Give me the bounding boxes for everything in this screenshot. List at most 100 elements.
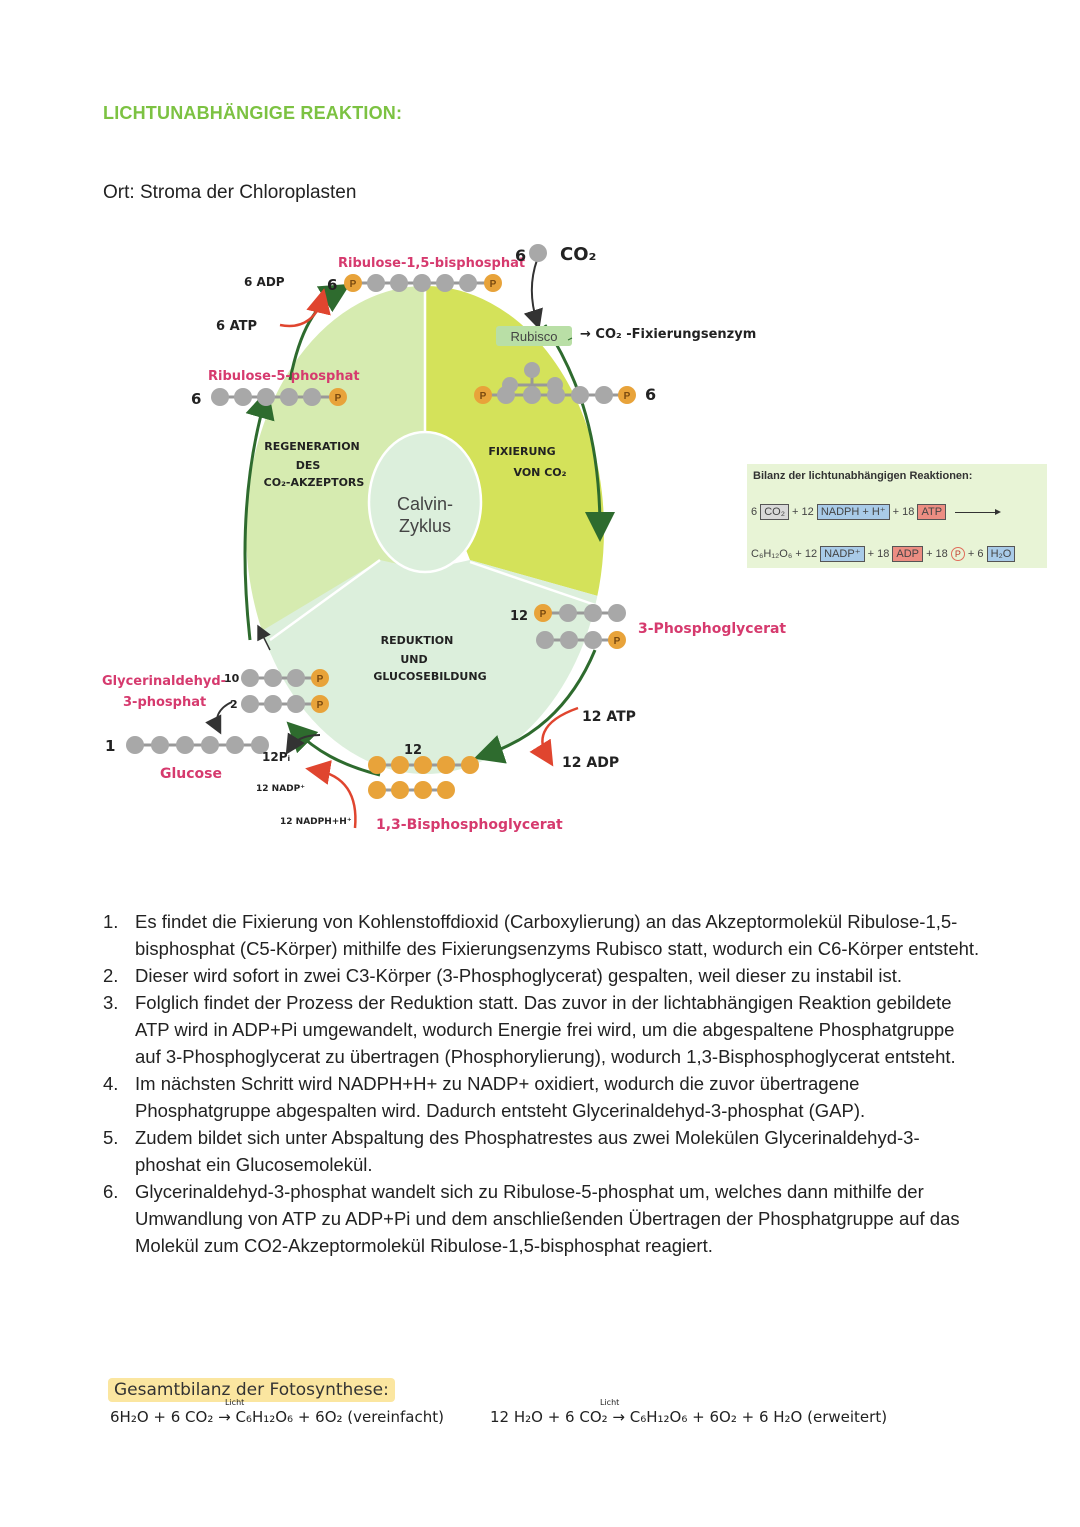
step-text: Im nächsten Schritt wird NADPH+H+ zu NAD…	[135, 1073, 866, 1121]
step-number: 5.	[103, 1127, 119, 1148]
step-number: 3.	[103, 992, 119, 1013]
atom-phosphate	[311, 669, 329, 687]
gap-count-10: 10	[224, 672, 240, 685]
arrow-rubisco-out	[567, 337, 573, 341]
reduktion-label-3: GLUCOSEBILDUNG	[373, 670, 486, 683]
regeneration-label-2: DES	[296, 459, 321, 472]
regeneration-label-3: CO₂-AKZEPTORS	[264, 476, 365, 489]
co2-molecule	[529, 244, 547, 262]
bpg-label: 1,3-Bisphosphoglycerat	[376, 817, 563, 833]
equation-simplified-arrow-label: Licht	[225, 1398, 245, 1407]
step-number: 6.	[103, 1181, 119, 1202]
bilanz-plus1: + 12	[792, 506, 814, 518]
sector-reduktion	[245, 560, 605, 775]
atom-carbon	[459, 274, 477, 292]
atom-phosphate	[608, 631, 626, 649]
molecule-3pga	[534, 604, 626, 649]
bilanz-r2-plus2: + 18	[867, 548, 890, 560]
step-item: 5. Zudem bildet sich unter Abspaltung des…	[103, 1124, 983, 1178]
bilanz-h2o: H₂O	[986, 546, 1016, 562]
rubisco-note: → CO₂ -Fixierungsenzym	[580, 327, 756, 342]
atom-phosphate	[311, 695, 329, 713]
molecule-gap	[241, 669, 329, 713]
bilanz-row-2: C₆H₁₂O₆ + 12 NADP⁺ + 18 ADP + 18 P + 6 H…	[751, 546, 1016, 562]
gap-label-2: 3-phosphat	[123, 695, 206, 710]
arrow-atp6	[279, 288, 331, 328]
step-item: 1. Es findet die Fixierung von Kohlenstof…	[103, 908, 983, 962]
bilanz-co2: CO₂	[760, 504, 789, 520]
step-item: 6. Glycerinaldehyd-3-phosphat wandelt sic…	[103, 1178, 983, 1259]
center-label-1: Calvin-	[397, 494, 453, 514]
step-item: 3.Folglich findet der Prozess der Redukt…	[103, 989, 983, 1070]
molecule-ribulose5	[211, 388, 347, 406]
atom-carbon	[367, 274, 385, 292]
phosphate-letter: P	[317, 700, 324, 711]
reduktion-label-2: UND	[400, 653, 427, 666]
phosphate-letter: P	[350, 279, 357, 290]
phosphate-letter: P	[614, 636, 621, 647]
steps-list: 1. Es findet die Fixierung von Kohlenstof…	[103, 908, 983, 1259]
atp6-label: 6 ATP	[216, 319, 257, 334]
arrow-nadph	[305, 760, 357, 829]
bilanz-title: Bilanz der lichtunabhängigen Reaktionen:	[753, 470, 973, 482]
arrow-gap-glucose	[205, 701, 233, 735]
equation-simplified: 6H₂O + 6 CO₂ → C₆H₁₂O₆ + 6O₂ (vereinfach…	[110, 1398, 444, 1426]
step-item: 4. Im nächsten Schritt wird NADPH+H+ zu N…	[103, 1070, 983, 1124]
rubisco-badge	[496, 326, 572, 346]
arrow-reduktion-up	[257, 624, 271, 651]
arrow-to-ribulose15	[288, 283, 351, 381]
step-text: Glycerinaldehyd-3-phosphat wandelt sich …	[135, 1181, 960, 1256]
bpg-count: 12	[404, 743, 422, 758]
atom-phosphate	[344, 274, 362, 292]
section-heading: LICHTUNABHÄNGIGE REAKTION:	[103, 103, 403, 123]
step-text: Es findet die Fixierung von Kohlenstoffd…	[135, 911, 980, 959]
bilanz-arrow	[955, 508, 1002, 515]
divider-right	[469, 560, 611, 612]
atom-carbon	[390, 274, 408, 292]
rubisco-label: Rubisco	[511, 329, 558, 344]
phosphate-letter: P	[317, 674, 324, 685]
phosphate-letter: P	[490, 279, 497, 290]
equation-extended: 12 H₂O + 6 CO₂ → C₆H₁₂O₆ + 6O₂ + 6 H₂O (…	[490, 1398, 887, 1426]
step-text: Zudem bildet sich unter Abspaltung des P…	[135, 1127, 920, 1175]
center-label-2: Zyklus	[399, 516, 451, 536]
gesamtbilanz-title: Gesamtbilanz der Fotosynthese:	[108, 1378, 395, 1402]
phosphate-letter: P	[335, 393, 342, 404]
atp12-label: 12 ATP	[582, 709, 636, 725]
adp12-label: 12 ADP	[562, 755, 619, 771]
atom-carbon	[413, 274, 431, 292]
co2-label: CO₂	[560, 244, 596, 265]
bilanz-atp: ATP	[917, 504, 947, 520]
arrow-pi	[285, 732, 321, 755]
step-number: 2.	[103, 965, 119, 986]
atom-phosphate	[534, 604, 552, 622]
atom-phosphate	[618, 386, 636, 404]
co2-count: 6	[515, 246, 526, 265]
molecule-bpg	[368, 756, 479, 799]
calvin-cycle-diagram: Calvin- Zyklus REGENERATION DES CO₂-AKZE…	[102, 244, 786, 833]
nadph-label: 12 NADPH+H⁺	[280, 817, 352, 827]
glucose-label: Glucose	[160, 766, 222, 782]
ribulose5-count: 6	[191, 390, 201, 408]
atom-carbon	[436, 274, 454, 292]
step-number: 1.	[103, 911, 119, 932]
bilanz-r2-plus4: + 6	[967, 548, 984, 560]
phosphate-letter: P	[540, 609, 547, 620]
ribulose15-count: 6	[327, 276, 337, 294]
bilanz-nadp: NADP⁺	[820, 546, 865, 562]
c6-count: 6	[645, 385, 656, 404]
step-item: 2. Dieser wird sofort in zwei C3-Körper (…	[103, 962, 983, 989]
bilanz-n1: 6	[751, 506, 758, 518]
adp6-label: 6 ADP	[244, 275, 285, 289]
location-text: Ort: Stroma der Chloroplasten	[103, 182, 357, 203]
equation-extended-arrow-label: Licht	[600, 1398, 620, 1407]
atom-phosphate	[474, 386, 492, 404]
divider-left	[269, 558, 381, 642]
step-number: 4.	[103, 1073, 119, 1094]
bilanz-adp: ADP	[892, 546, 923, 562]
step-text: Dieser wird sofort in zwei C3-Körper (3-…	[135, 965, 903, 986]
gap-label-1: Glycerinaldehyd-	[102, 674, 226, 689]
molecule-glucose	[126, 736, 269, 754]
center-circle	[367, 430, 483, 574]
pga-label: 3-Phosphoglycerat	[638, 621, 786, 637]
